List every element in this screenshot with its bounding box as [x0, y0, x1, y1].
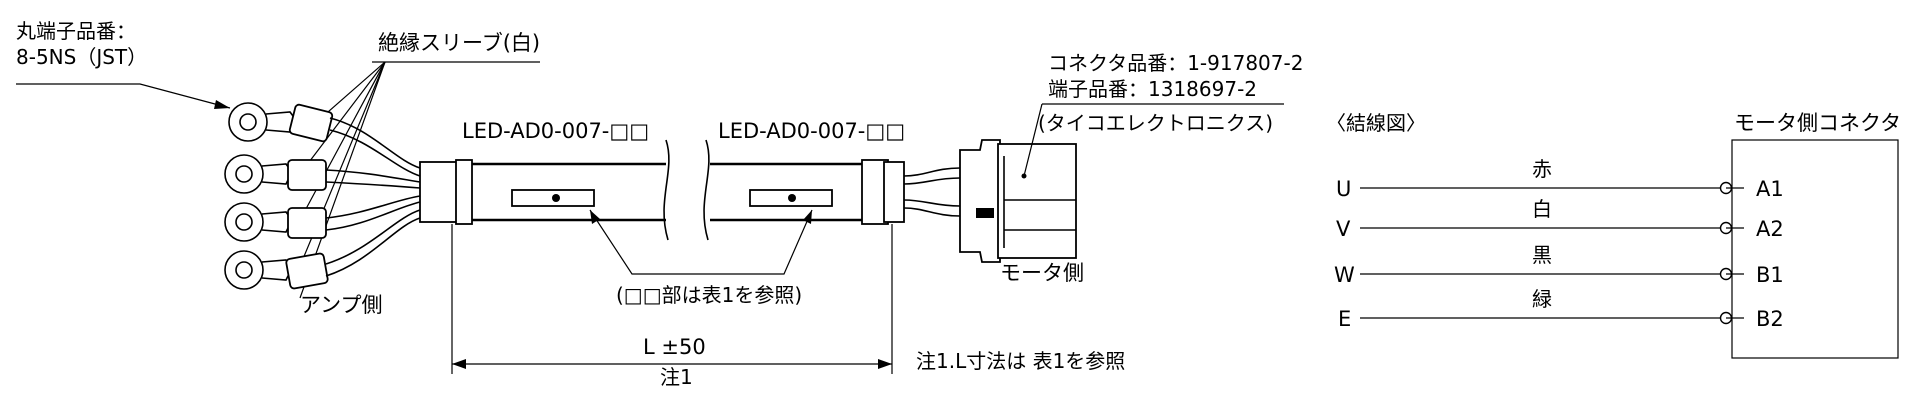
motor-connector — [959, 139, 1077, 263]
sleeve-label: 絶縁スリーブ(白) — [378, 31, 540, 55]
wires-amp-side — [325, 117, 421, 277]
wiring-row-u: U 赤 A1 — [1336, 157, 1784, 201]
signal-label: U — [1336, 177, 1351, 201]
connector-part-label: コネクタ品番：1-917807-2 — [1048, 51, 1303, 75]
signal-label: E — [1338, 307, 1351, 331]
wires-motor-side — [903, 167, 961, 217]
pin-label: A2 — [1756, 217, 1784, 241]
ring-terminals — [224, 102, 334, 290]
length-dimension — [451, 224, 893, 374]
wiring-row-e: E 緑 B2 — [1338, 287, 1784, 331]
connector-leader — [1023, 103, 1043, 177]
length-note-ref: 注1 — [660, 365, 693, 389]
terminal-part-number: 8-5NS（JST） — [16, 45, 147, 69]
wire-color: 赤 — [1532, 157, 1552, 181]
pin-label: B2 — [1756, 307, 1784, 331]
cable-marking-2: LED-AD0-007-□□ — [718, 119, 905, 143]
terminal-part-title: 丸端子品番： — [16, 19, 136, 43]
wire-color: 白 — [1532, 197, 1552, 221]
signal-label: V — [1336, 217, 1351, 241]
contact-part-label: 端子品番：1318697-2 — [1048, 77, 1257, 101]
motor-side-label: モータ側 — [1000, 261, 1084, 285]
wire-color: 緑 — [1532, 287, 1552, 311]
amp-side-label: アンプ側 — [300, 293, 383, 317]
maker-label: (タイコエレクトロニクス) — [1038, 111, 1273, 135]
wiring-row-v: V 白 A2 — [1336, 197, 1784, 241]
connector-title: モータ側コネクタ — [1734, 111, 1901, 135]
length-note: 注1.L寸法は 表1を参照 — [916, 349, 1125, 373]
wiring-diagram-title: 〈結線図〉 — [1326, 111, 1426, 135]
signal-label: W — [1334, 263, 1355, 287]
marking-leader — [589, 209, 813, 275]
marking-note: (□□部は表1を参照) — [616, 283, 802, 307]
pin-label: A1 — [1756, 177, 1784, 201]
cable-body — [419, 139, 905, 241]
pin-label: B1 — [1756, 263, 1784, 287]
wire-color: 黒 — [1532, 243, 1552, 267]
cable-marking-1: LED-AD0-007-□□ — [462, 119, 649, 143]
terminal-leader-line — [16, 83, 231, 109]
wiring-row-w: W 黒 B1 — [1334, 243, 1784, 287]
connector-box — [1731, 139, 1899, 359]
length-label: L ±50 — [643, 335, 706, 359]
